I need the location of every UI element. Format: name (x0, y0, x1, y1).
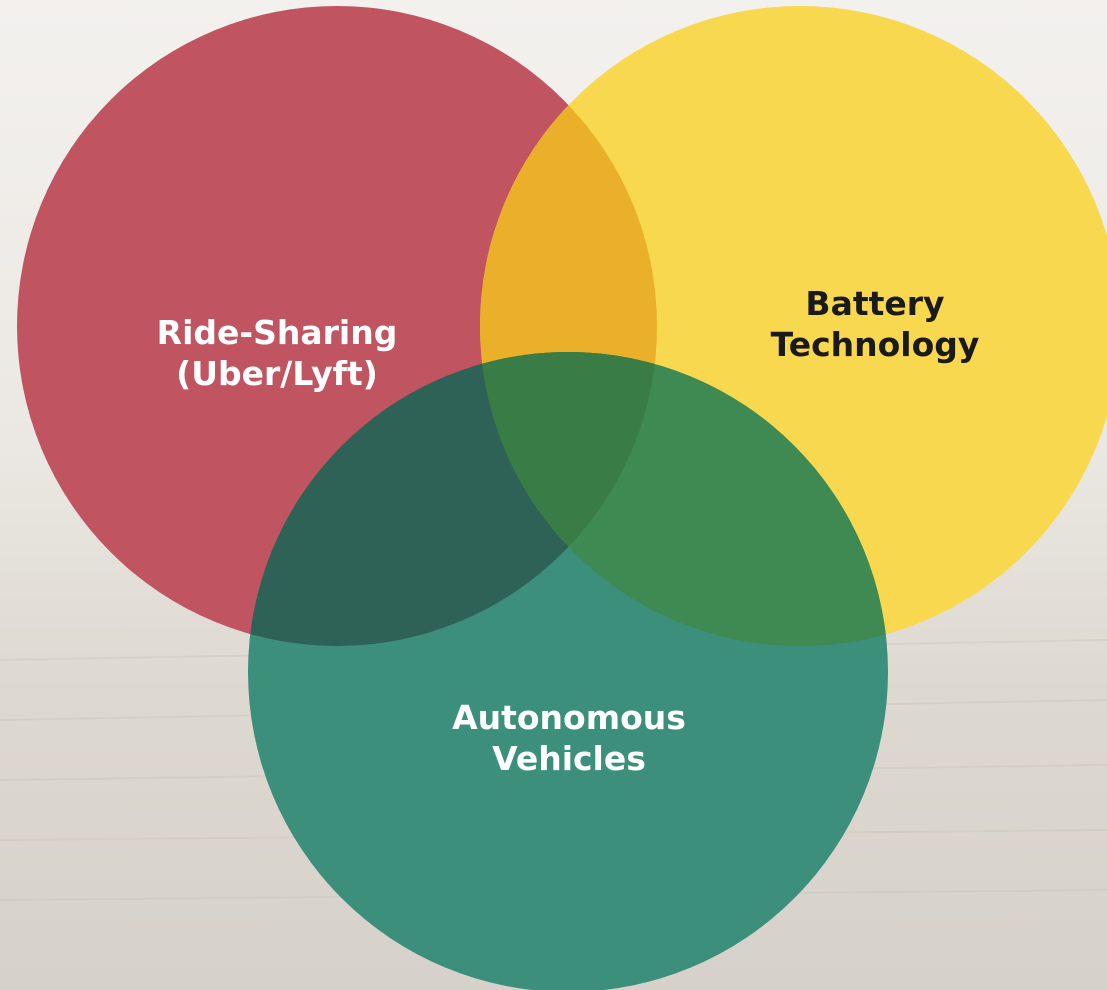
battery-technology-label: Battery Technology (770, 284, 980, 364)
autonomous-vehicles-label: Autonomous Vehicles (452, 698, 686, 778)
ride-autonomous-overlap (248, 352, 657, 646)
ride-sharing-label: Ride-Sharing (Uber/Lyft) (156, 313, 398, 393)
battery-autonomous-overlap (480, 352, 888, 646)
